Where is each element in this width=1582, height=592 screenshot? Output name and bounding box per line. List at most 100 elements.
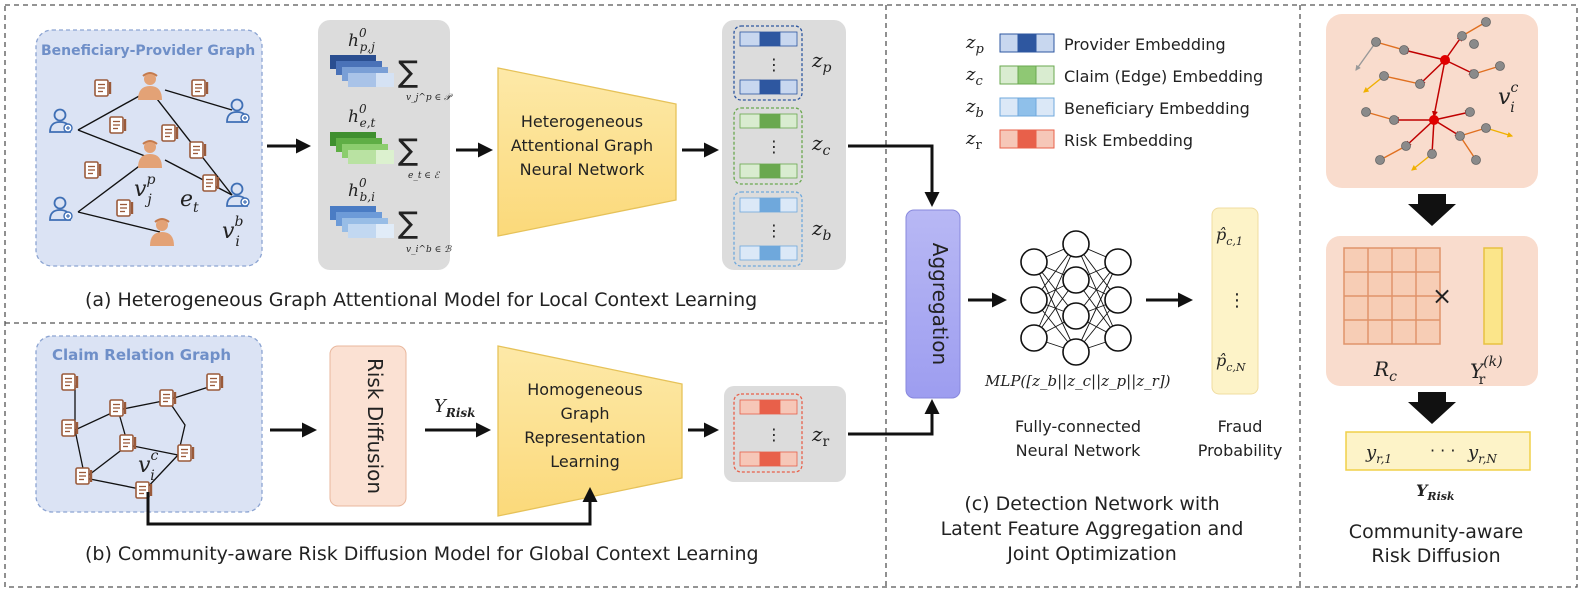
risk-scores-bar <box>1345 431 1531 471</box>
risk-vector-bar <box>1483 247 1503 345</box>
vertical-dots-icon: ⋮ <box>766 221 782 240</box>
homogeneous-model-label-1: Homogeneous <box>527 380 642 399</box>
legend-risk: zr Risk Embedding <box>965 128 1193 153</box>
svg-text:zc: zc <box>965 64 983 89</box>
legend-claim: zc Claim (Edge) Embedding <box>965 64 1263 89</box>
zr-vector-bottom <box>739 451 798 467</box>
nn-connection <box>1033 261 1077 353</box>
aggregation-block <box>905 209 961 399</box>
claim-doc-icon <box>189 141 207 159</box>
claim-doc-icon <box>161 124 179 142</box>
nn-neuron <box>1020 324 1048 352</box>
claim-sum-subscript: e_t ∈ ℰ <box>408 171 441 181</box>
claim-doc-icon <box>159 389 177 407</box>
svg-text:zp: zp <box>965 32 984 57</box>
heterogeneous-model-label-2: Attentional Graph <box>511 136 653 155</box>
claim-doc-icon <box>61 373 79 391</box>
vertical-dots-icon: ⋮ <box>1228 290 1246 311</box>
panel-c-caption-3: Joint Optimization <box>1006 543 1177 565</box>
claim-doc-icon <box>119 434 137 452</box>
zb-vector-bottom <box>739 245 798 261</box>
risk-score-dots: · · · <box>1430 441 1455 460</box>
legend-provider: zp Provider Embedding <box>965 32 1226 57</box>
panel-a-caption: (a) Heterogeneous Graph Attentional Mode… <box>85 289 757 311</box>
times-icon: × <box>1432 282 1452 310</box>
panel-d-caption-2: Risk Diffusion <box>1371 545 1500 567</box>
vertical-dots-icon: ⋮ <box>766 425 782 444</box>
svg-text:zb: zb <box>965 96 984 121</box>
panel-b-caption: (b) Community-aware Risk Diffusion Model… <box>85 543 759 565</box>
homogeneous-model-label-3: Representation <box>524 428 646 447</box>
svg-text:zr: zr <box>965 128 982 153</box>
zb-frame <box>733 191 803 267</box>
mlp-formula: MLP([z_b||z_c||z_p||z_r]) <box>984 372 1171 390</box>
zc-frame <box>733 107 803 185</box>
legend-claim-label: Claim (Edge) Embedding <box>1064 67 1263 86</box>
risk-diffusion-label: Risk Diffusion <box>363 358 387 494</box>
zc-vector-bottom <box>739 163 798 179</box>
sum-icon: ∑ <box>398 55 418 90</box>
zb-vector-top <box>739 197 798 213</box>
nn-connection <box>1075 243 1119 339</box>
down-arrow-icon <box>1408 194 1456 226</box>
risk-propagation-graph <box>1355 17 1514 171</box>
claim-relation-graph-title: Claim Relation Graph <box>52 346 231 364</box>
sum-icon: ∑ <box>398 133 418 168</box>
arrow-graph-to-model-skip <box>146 487 598 526</box>
beneficiary-sum-subscript: v_i^b ∈ ℬ <box>406 245 452 255</box>
network-label-2: Neural Network <box>1016 441 1141 460</box>
claim-doc-icon <box>116 199 134 217</box>
claim-doc-icon <box>61 419 79 437</box>
zp-vector-top <box>739 31 798 47</box>
heterogeneous-model-block <box>497 67 677 237</box>
nn-connection <box>1075 261 1119 353</box>
provider-sum-subscript: v_j^p ∈ 𝒫 <box>406 93 453 103</box>
claim-doc-icon <box>94 79 112 97</box>
prob-label-2: Probability <box>1198 441 1283 460</box>
legend-provider-label: Provider Embedding <box>1064 35 1226 54</box>
homogeneous-model-label-4: Learning <box>550 452 619 471</box>
panel-c-caption-2: Latent Feature Aggregation and <box>941 518 1244 540</box>
aggregation-label: Aggregation <box>928 243 952 365</box>
down-arrow-icon <box>1408 392 1456 424</box>
nn-neuron <box>1062 338 1090 366</box>
vertical-dots-icon: ⋮ <box>766 137 782 156</box>
nn-connection <box>1033 243 1077 339</box>
y-risk-result-label: YRisk <box>1416 481 1455 503</box>
claim-doc-icon <box>202 174 220 192</box>
risk-diffusion-block <box>329 345 407 507</box>
arrow-global-to-aggregation <box>848 399 940 436</box>
panel-d-caption-1: Community-aware <box>1349 521 1523 543</box>
arrow-local-to-aggregation <box>848 144 940 207</box>
probability-bar <box>1211 207 1259 395</box>
prob-label-1: Fraud <box>1218 417 1263 436</box>
zr-frame <box>733 393 803 473</box>
relation-matrix-grid <box>1343 247 1441 345</box>
nn-neuron <box>1020 286 1048 314</box>
claim-doc-icon <box>84 161 102 179</box>
zp-frame <box>733 25 803 101</box>
claim-doc-icon <box>135 481 153 499</box>
nn-neuron <box>1062 266 1090 294</box>
vertical-dots-icon: ⋮ <box>766 55 782 74</box>
zr-vector-top <box>739 399 798 415</box>
beneficiary-provider-graph-title: Beneficiary-Provider Graph <box>41 43 255 59</box>
legend-beneficiary: zb Beneficiary Embedding <box>965 96 1250 121</box>
nn-neuron <box>1062 230 1090 258</box>
homogeneous-model-block <box>497 345 683 517</box>
heterogeneous-model-label-1: Heterogeneous <box>521 112 643 131</box>
claim-doc-icon <box>191 79 209 97</box>
zc-vector-top <box>739 113 798 129</box>
claim-doc-icon <box>109 399 127 417</box>
legend-beneficiary-label: Beneficiary Embedding <box>1064 99 1250 118</box>
legend-risk-label: Risk Embedding <box>1064 131 1193 150</box>
